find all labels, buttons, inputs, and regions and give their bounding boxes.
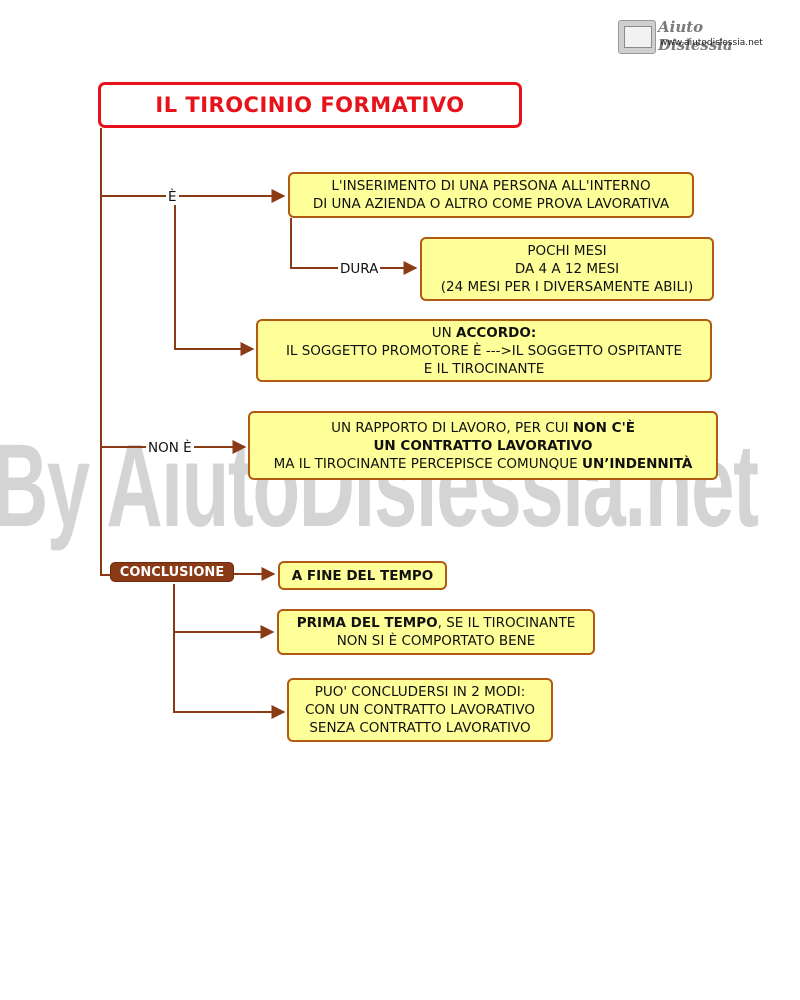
duration-line: (24 MESI PER I DIVERSAMENTE ABILI) [440,279,694,295]
branch-modi [173,632,286,719]
agreement-line: UN ACCORDO: [432,324,537,342]
two-ways-line: CON UN CONTRATTO LAVORATIVO [304,702,535,718]
duration-box: POCHI MESI DA 4 A 12 MESI (24 MESI PER I… [420,237,714,301]
branch-prima [173,584,275,639]
before-time-box: PRIMA DEL TEMPO, SE IL TIROCINANTE NON S… [277,609,595,655]
agreement-line: IL SOGGETTO PROMOTORE È --->IL SOGGETTO … [285,342,683,359]
two-ways-line: PUO' CONCLUDERSI IN 2 MODI: [314,684,526,700]
end-time-box: A FINE DEL TEMPO [278,561,447,590]
agreement-bold: ACCORDO: [456,324,537,341]
label-e: È [166,189,179,205]
label-non-e: NON È [146,440,194,456]
logo-title: Aiuto Dislessia [658,18,733,54]
end-time-text: A FINE DEL TEMPO [291,567,434,584]
conclusione-label: CONCLUSIONE [119,564,225,580]
agreement-line: E IL TIROCINANTE [423,360,545,377]
book-icon [618,20,656,54]
not-job-prefix: MA IL TIROCINANTE PERCEPISCE COMUNQUE [273,455,582,472]
not-job-bold: UN’INDENNITÀ [582,455,693,472]
title-box: IL TIROCINIO FORMATIVO [98,82,522,128]
definition-line: DI UNA AZIENDA O ALTRO COME PROVA LAVORA… [312,196,670,212]
not-job-bold: UN CONTRATTO LAVORATIVO [373,437,593,454]
before-time-line: NON SI È COMPORTATO BENE [336,633,536,649]
not-job-line: UN RAPPORTO DI LAVORO, PER CUI NON C'È [331,419,635,437]
conclusione-node: CONCLUSIONE [110,562,234,582]
label-dura: DURA [338,261,381,277]
definition-box: L'INSERIMENTO DI UNA PERSONA ALL'INTERNO… [288,172,694,218]
page-title: IL TIROCINIO FORMATIVO [155,93,465,117]
two-ways-box: PUO' CONCLUDERSI IN 2 MODI: CON UN CONTR… [287,678,553,742]
before-time-line: PRIMA DEL TEMPO, SE IL TIROCINANTE [297,614,576,632]
logo-url[interactable]: www.aiutodislessia.net [660,38,763,48]
not-job-line: MA IL TIROCINANTE PERCEPISCE COMUNQUE UN… [274,455,693,473]
branch-accordo [174,205,255,356]
duration-line: DA 4 A 12 MESI [514,261,620,277]
not-job-prefix: UN RAPPORTO DI LAVORO, PER CUI [331,419,573,436]
before-time-suffix: , SE IL TIROCINANTE [437,615,576,631]
not-job-bold: NON C'È [572,419,635,436]
duration-line: POCHI MESI [527,243,607,259]
definition-line: L'INSERIMENTO DI UNA PERSONA ALL'INTERNO [331,178,651,194]
agreement-prefix: UN [431,324,457,341]
two-ways-line: SENZA CONTRATTO LAVORATIVO [309,720,531,736]
agreement-box: UN ACCORDO: IL SOGGETTO PROMOTORE È --->… [256,319,712,382]
not-job-box: UN RAPPORTO DI LAVORO, PER CUI NON C'È U… [248,411,718,480]
not-job-line: UN CONTRATTO LAVORATIVO [373,437,592,455]
trunk-line [100,128,112,576]
before-time-bold: PRIMA DEL TEMPO [296,615,438,631]
site-logo[interactable]: Aiuto Dislessia www.aiutodislessia.net [616,16,776,56]
